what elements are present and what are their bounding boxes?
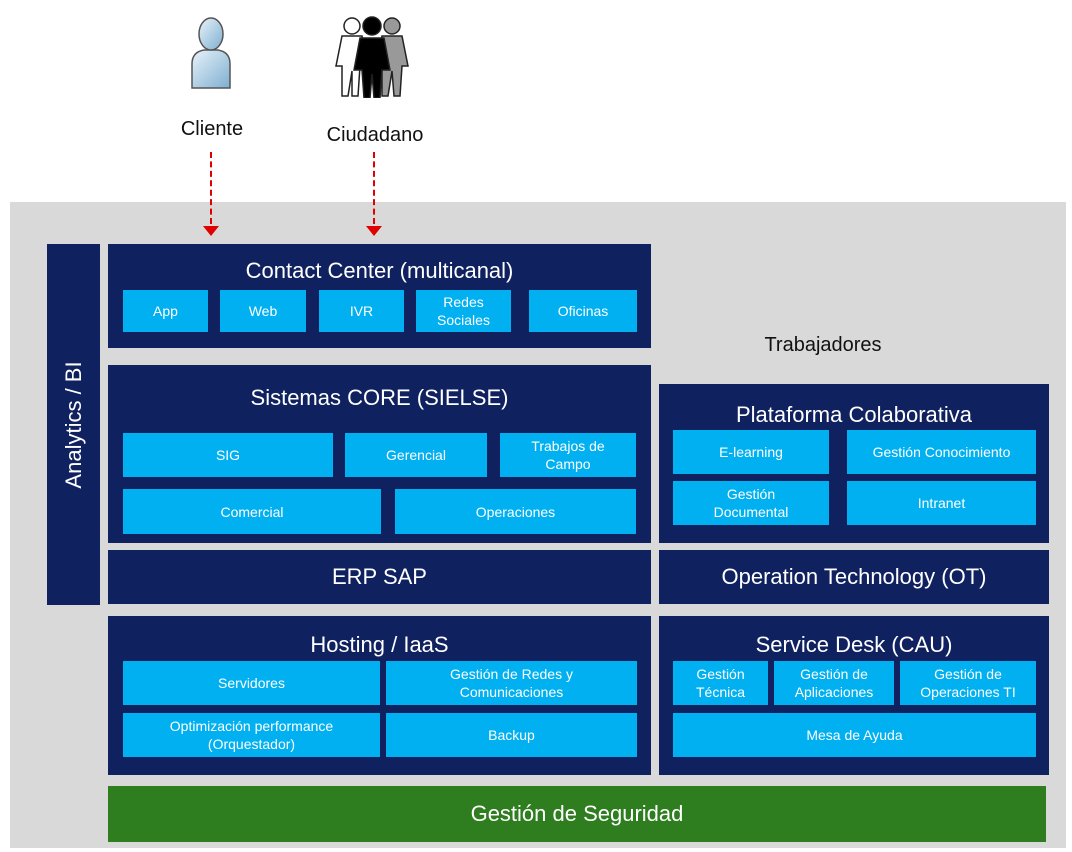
hosting-iaas-title: Hosting / IaaS — [310, 632, 449, 657]
sd-module-gestion-operaciones: Gestión de Operaciones TI — [900, 661, 1036, 705]
sd-module-gestion-aplicaciones: Gestión de Aplicaciones — [774, 661, 894, 705]
gestion-seguridad-bar: Gestión de Seguridad — [108, 786, 1046, 842]
hosting-iaas-box: Hosting / IaaS Servidores Gestión de Red… — [108, 616, 651, 775]
collab-module-gestion-documental: Gestión Documental — [673, 481, 829, 525]
analytics-bi-label: Analytics / BI — [60, 360, 86, 489]
sistemas-core-title: Sistemas CORE (SIELSE) — [250, 385, 509, 410]
collab-module-elearning: E-learning — [673, 430, 829, 474]
channel-oficinas: Oficinas — [529, 290, 637, 332]
core-module-sig: SIG — [123, 433, 333, 477]
erp-sap-box: ERP SAP — [108, 550, 651, 604]
sd-module-mesa-ayuda: Mesa de Ayuda — [673, 713, 1036, 757]
ciudadano-label: Ciudadano — [326, 124, 424, 146]
hosting-module-servidores: Servidores — [123, 661, 380, 705]
analytics-bi-bar: Analytics / BI — [47, 244, 100, 605]
trabajadores-label: Trabajadores — [764, 334, 882, 356]
plataforma-colaborativa-title: Plataforma Colaborativa — [735, 402, 972, 427]
channel-app: App — [123, 290, 208, 332]
operation-technology-box: Operation Technology (OT) — [659, 550, 1049, 604]
collab-module-gestion-conocimiento: Gestión Conocimiento — [847, 430, 1036, 474]
service-desk-box: Service Desk (CAU) Gestión Técnica Gesti… — [659, 616, 1049, 775]
channel-web: Web — [220, 290, 306, 332]
cliente-arrow-head — [203, 226, 219, 236]
core-module-comercial: Comercial — [123, 489, 381, 534]
core-module-operaciones: Operaciones — [395, 489, 636, 534]
hosting-module-backup: Backup — [386, 713, 637, 757]
core-module-trabajos-campo: Trabajos de Campo — [500, 433, 636, 477]
operation-technology-label: Operation Technology (OT) — [721, 564, 987, 589]
ciudadano-arrow-head — [366, 226, 382, 236]
channel-redes-sociales: Redes Sociales — [416, 290, 511, 332]
plataforma-colaborativa-box: Plataforma Colaborativa E-learning Gesti… — [659, 384, 1049, 543]
core-module-gerencial: Gerencial — [345, 433, 487, 477]
sd-module-gestion-tecnica: Gestión Técnica — [673, 661, 768, 705]
ciudadano-group-icon — [335, 16, 409, 98]
cliente-label: Cliente — [180, 118, 244, 140]
sistemas-core-box: Sistemas CORE (SIELSE) SIG Gerencial Tra… — [108, 365, 651, 543]
gestion-seguridad-label: Gestión de Seguridad — [470, 801, 684, 826]
channel-ivr: IVR — [319, 290, 404, 332]
collab-module-intranet: Intranet — [847, 481, 1036, 525]
contact-center-box: Contact Center (multicanal) App Web IVR … — [108, 244, 651, 348]
erp-sap-label: ERP SAP — [332, 564, 427, 589]
ciudadano-arrow-line — [373, 152, 375, 224]
hosting-module-gestion-redes: Gestión de Redes y Comunicaciones — [386, 661, 637, 705]
cliente-person-icon — [191, 17, 231, 89]
service-desk-title: Service Desk (CAU) — [755, 632, 953, 657]
contact-center-title: Contact Center (multicanal) — [245, 258, 514, 283]
cliente-arrow-line — [210, 152, 212, 224]
hosting-module-optimizacion: Optimización performance (Orquestador) — [123, 713, 380, 757]
